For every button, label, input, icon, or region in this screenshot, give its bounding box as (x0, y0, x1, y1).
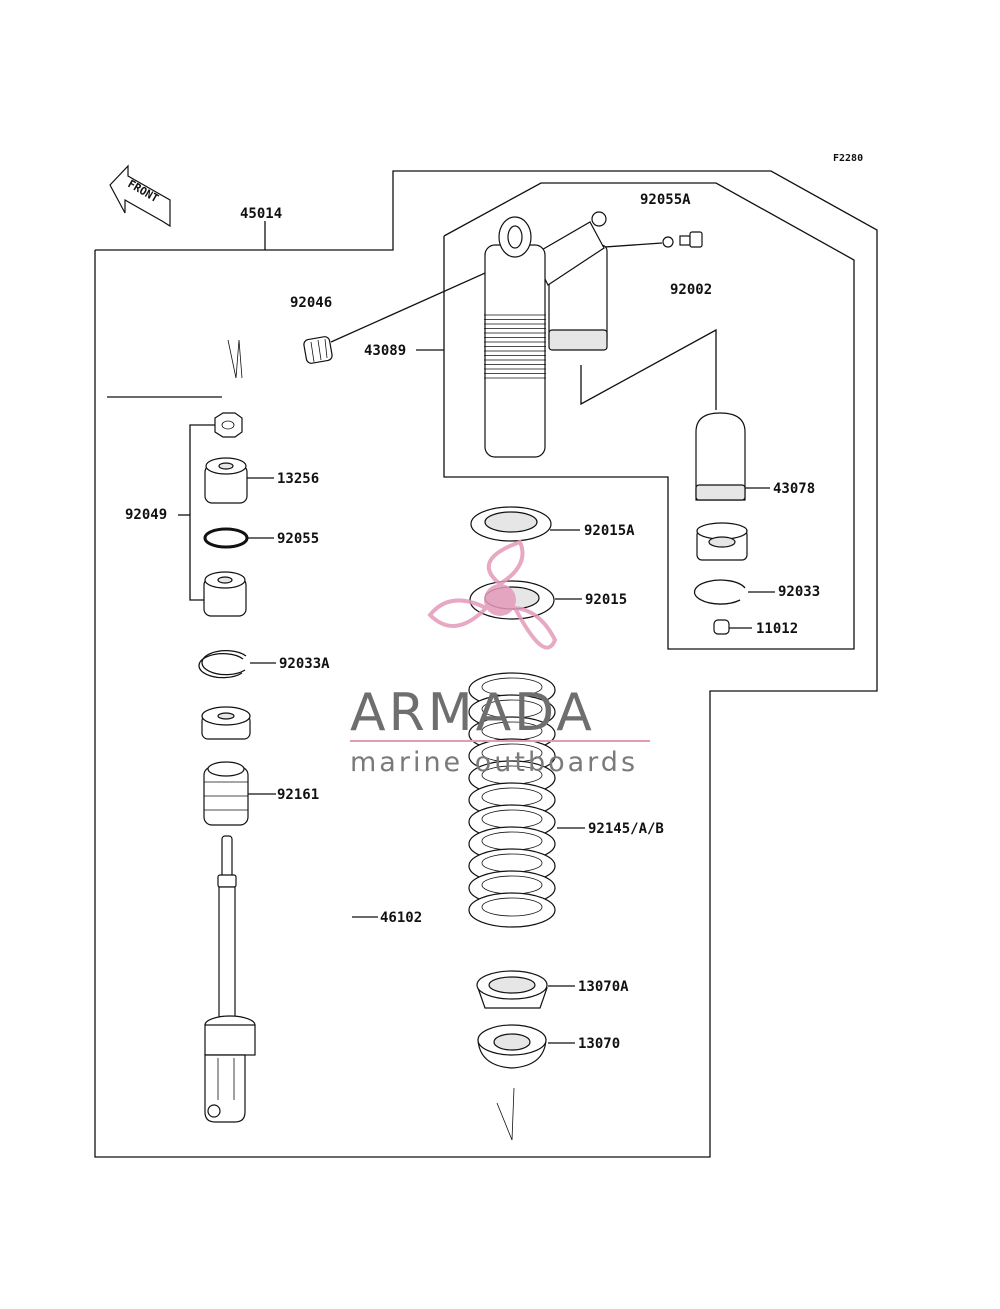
nut-part (214, 412, 243, 438)
label-92015: 92015 (585, 592, 627, 608)
lock-ring-92015A (470, 506, 552, 542)
label-92002: 92002 (670, 282, 712, 298)
bushing-92046 (303, 336, 333, 364)
piston-rod-46102 (204, 835, 256, 1123)
label-92033: 92033 (778, 584, 820, 600)
reservoir-cap-43078 (695, 412, 746, 501)
circlip-92033 (693, 579, 746, 605)
group-outline-43089 (443, 182, 855, 650)
label-43078: 43078 (773, 481, 815, 497)
label-13070A: 13070A (578, 979, 629, 995)
spring-92145 (468, 672, 556, 928)
label-11012: 11012 (756, 621, 798, 637)
spring-seat-13070 (477, 1024, 547, 1069)
holder-part (696, 522, 748, 561)
label-46102: 46102 (380, 910, 422, 926)
armada-logo-icon (427, 539, 558, 650)
front-arrow-icon: FRONT (109, 164, 171, 228)
bushing-lower (203, 571, 247, 617)
o-ring-92055 (203, 527, 249, 549)
nut-92055A (662, 236, 674, 248)
bump-stop-92161 (203, 761, 249, 826)
group-outline-45014 (94, 170, 878, 1158)
spring-coil-inner (481, 897, 543, 917)
seat-part (201, 706, 251, 740)
bolt-92002 (679, 231, 703, 248)
bushing-13256 (204, 457, 248, 504)
spring-coil (468, 892, 556, 928)
watermark-tagline: marine outboards (350, 747, 638, 778)
circlip-92033A (198, 650, 247, 679)
label-92046: 92046 (290, 295, 332, 311)
label-45014: 45014 (240, 206, 282, 222)
spring-seat-13070A (476, 970, 548, 1009)
label-92015A: 92015A (584, 523, 635, 539)
label-92055A: 92055A (640, 192, 691, 208)
label-43089: 43089 (364, 343, 406, 359)
label-13256: 13256 (277, 471, 319, 487)
cap-11012 (713, 619, 730, 635)
shock-body-43089 (484, 211, 608, 458)
label-92049: 92049 (125, 507, 167, 523)
label-92055: 92055 (277, 531, 319, 547)
watermark-brand: ARMADA (350, 683, 595, 743)
label-92033A: 92033A (279, 656, 330, 672)
label-92161: 92161 (277, 787, 319, 803)
label-13070: 13070 (578, 1036, 620, 1052)
figure-code: F2280 (833, 153, 863, 164)
label-92145: 92145/A/B (588, 821, 664, 837)
